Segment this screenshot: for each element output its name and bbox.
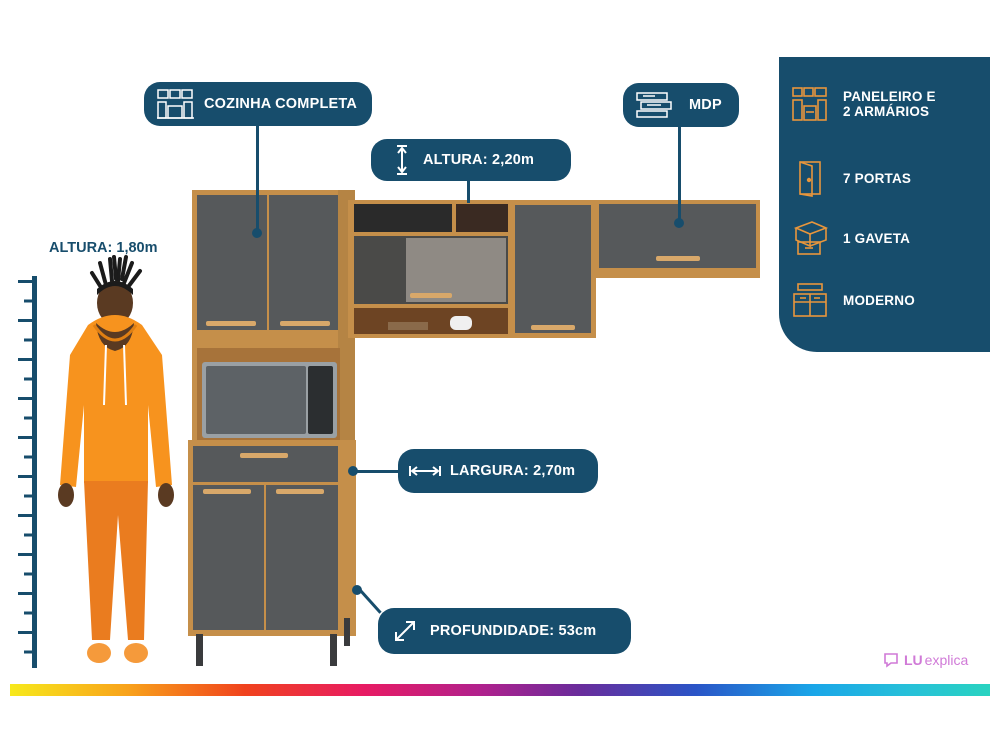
panel-boards-icon (635, 91, 675, 119)
drawer-front (193, 446, 338, 482)
ruler-tick (24, 650, 33, 654)
modern-cabinet-icon (789, 279, 831, 321)
kitchen-set-icon (789, 83, 831, 125)
ruler-tick (24, 416, 33, 420)
ruler-tick (24, 494, 33, 498)
lower-door-left (193, 485, 264, 630)
ruler-tick (18, 475, 33, 478)
ruler-tick (18, 319, 33, 322)
callout-mdp-text: MDP (689, 97, 722, 113)
callout-largura-text: LARGURA: 2,70m (450, 463, 576, 479)
feature-item: 1 GAVETA (789, 217, 910, 259)
feature-label: 7 PORTAS (843, 170, 912, 186)
feature-item: 7 PORTAS (789, 157, 911, 199)
pantry-upper-door-left (197, 195, 267, 330)
feature-label: 1 GAVETA (843, 230, 911, 246)
callout-mdp: MDP (623, 83, 739, 127)
horizontal-arrow-icon (408, 464, 442, 478)
ruler-tick (24, 338, 33, 342)
ruler-tick (24, 533, 33, 537)
callout-largura: LARGURA: 2,70m (398, 449, 598, 493)
person-height-label: ALTURA: 1,80m (49, 240, 158, 256)
callout-cozinha-text: COZINHA COMPLETA (204, 96, 358, 112)
ruler-bar (32, 276, 37, 668)
ruler-tick (18, 592, 33, 595)
kitchen-cabinets-illustration (188, 188, 760, 668)
ruler-tick (24, 572, 33, 576)
height-ruler (18, 276, 37, 668)
cabinet-leg (196, 634, 203, 666)
diagonal-arrow-icon (392, 618, 418, 644)
callout-profundidade: PROFUNDIDADE: 53cm (378, 608, 631, 654)
ruler-tick (18, 514, 33, 517)
cabinet-leg (344, 618, 350, 646)
chat-bubble-icon (884, 653, 898, 668)
feature-item: MODERNO (789, 279, 915, 321)
ruler-tick (18, 631, 33, 634)
callout-altura-total: ALTURA: 2,20m (371, 139, 571, 181)
door-icon (789, 157, 831, 199)
feature-label: PANELEIRO E 2 ARMÁRIOS (843, 89, 936, 119)
feature-item: PANELEIRO E 2 ARMÁRIOS (789, 83, 936, 125)
rainbow-bar (10, 684, 990, 696)
pantry-upper-door-right (269, 195, 339, 330)
person-figure (58, 255, 174, 663)
vertical-arrow-icon (395, 144, 409, 176)
ruler-tick (24, 377, 33, 381)
ruler-tick (24, 299, 33, 303)
ruler-tick (24, 611, 33, 615)
callout-profundidade-text: PROFUNDIDADE: 53cm (430, 623, 597, 639)
lower-door-right (266, 485, 338, 630)
ruler-tick (18, 436, 33, 439)
callout-altura-text: ALTURA: 2,20m (423, 152, 535, 168)
cabinet-leg (330, 634, 337, 666)
features-panel: PANELEIRO E 2 ARMÁRIOS 7 PORTAS 1 GAVETA… (779, 57, 990, 352)
lu-explica-logo: LU explica (882, 651, 968, 669)
ruler-tick (18, 553, 33, 556)
ruler-tick (18, 397, 33, 400)
callout-cozinha-completa: COZINHA COMPLETA (144, 82, 372, 126)
feature-label: MODERNO (843, 292, 915, 308)
ruler-tick (18, 280, 33, 283)
brand-rest: explica (924, 652, 969, 668)
brand-strong: LU (904, 652, 923, 668)
ruler-tick (18, 358, 33, 361)
drawer-icon (789, 217, 831, 259)
ruler-tick (24, 455, 33, 459)
wall-cabinet-door (515, 205, 591, 333)
kitchen-icon (156, 88, 196, 120)
